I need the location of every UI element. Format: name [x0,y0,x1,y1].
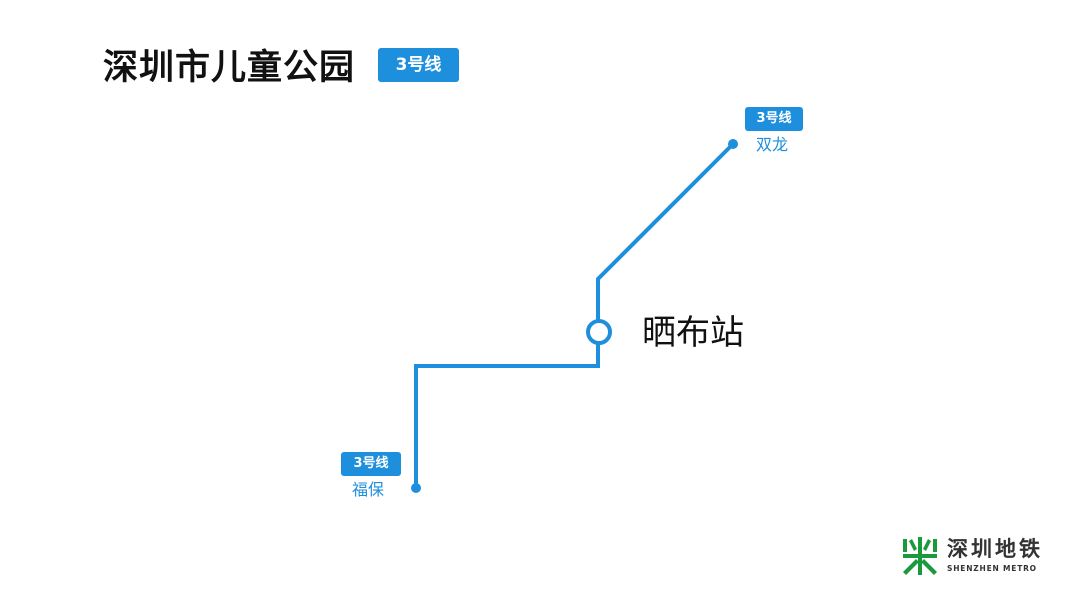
terminal-dot-fubao [411,483,421,493]
logo-text-en: SHENZHEN METRO [947,564,1037,573]
logo-text-cn: 深圳地铁 [947,537,1043,561]
line-3-route [414,142,735,488]
terminal-name-shuanglong: 双龙 [756,135,789,154]
current-station-name: 晒布站 [642,313,744,353]
page-title: 深圳市儿童公园 [103,48,356,88]
terminal-badge-fubao: 3号线 [341,452,401,476]
terminal-dot-shuanglong [728,139,738,149]
shenzhen-metro-logo: 深圳地铁 SHENZHEN METRO [903,535,1053,580]
metro-logo-icon [903,537,937,575]
terminal-badge-shuanglong: 3号线 [745,107,803,131]
line-3-badge: 3号线 [378,48,459,82]
current-station-marker [586,319,612,345]
terminal-name-fubao: 福保 [352,480,385,499]
